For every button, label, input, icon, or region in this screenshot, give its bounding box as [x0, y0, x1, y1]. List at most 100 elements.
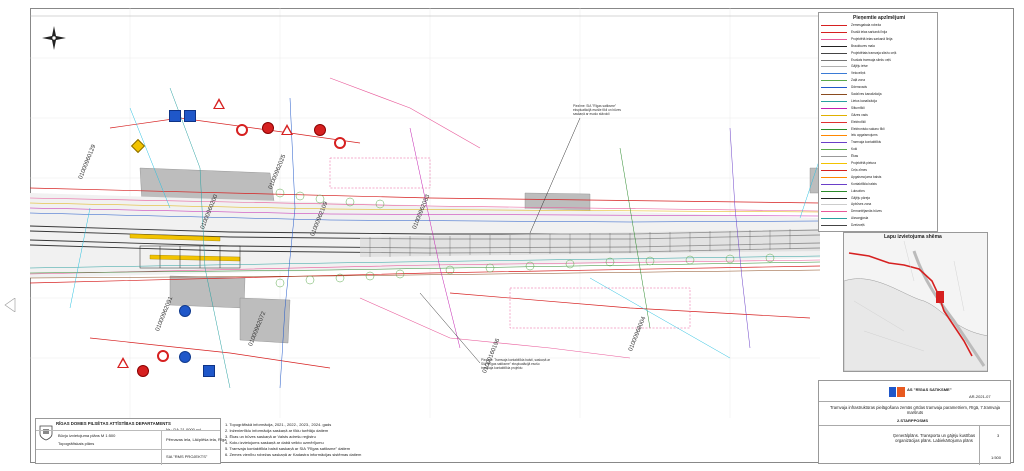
legend-swatch: [821, 52, 847, 54]
legend-label: Tramvaja kontakttīkls: [851, 140, 881, 145]
no-entry-icon: [262, 122, 274, 134]
legend-row: Projektētā ielas sarkanā līnija: [819, 37, 937, 42]
legend-label: Apbūves zona: [851, 202, 872, 207]
legend-row: Ūdensvads: [819, 85, 937, 90]
legend-label: Apgaismojuma balsts: [851, 174, 882, 179]
legend-label: Ceļa zīmes: [851, 167, 867, 172]
legend-row: Demontējamās būves: [819, 209, 937, 214]
legend-label: Gājēju ietve: [851, 64, 868, 69]
callout-top: Piezīme: SIA "Rīgas satiksme" ekspluatāc…: [573, 104, 622, 116]
title-block-right: AS "RĪGAS SATIKSME" AR-2021-07 Tramvaja …: [818, 380, 1011, 465]
address: Pērnavas iela, Lāčplēša iela, Rīga: [166, 437, 227, 442]
legend-row: Tramvaja kontakttīkls: [819, 140, 937, 145]
legend-label: Luksofors: [851, 188, 865, 193]
legend-swatch: [821, 204, 847, 206]
site-plan: [30, 8, 820, 418]
legend-swatch: [821, 73, 847, 75]
mandatory-sign-icon: [179, 305, 191, 317]
no-entry-icon: [137, 365, 149, 377]
warning-sign-icon: [117, 357, 129, 368]
legend-label: Elektrotīkli: [851, 119, 866, 124]
legend-swatch: [821, 59, 847, 61]
legend-row: Esošais tramvaja sliežu ceļš: [819, 58, 937, 63]
legend-row: Dzelzceļš: [819, 223, 937, 228]
legend-swatch: [821, 163, 847, 164]
legend-row: Esošā ielas sarkanā līnija: [819, 30, 937, 35]
minimap-title: Lapu izvietojuma shēma: [884, 234, 942, 240]
legend-row: Kontakttīkla balsts: [819, 182, 937, 187]
client: SIA "RMS PROJEKTS": [166, 454, 208, 459]
legend-label: Gāzes vads: [851, 112, 868, 117]
legend-row: Projektētā pietura: [819, 161, 937, 166]
legend-label: Dzelzceļš: [851, 223, 865, 228]
north-arrow-icon: [42, 26, 66, 50]
legend-swatch: [821, 94, 847, 95]
note-line: 2. Inženiertīklu informācija saskaņā ar …: [225, 428, 329, 433]
legend-swatch: [821, 169, 847, 171]
no-entry-icon: [314, 124, 326, 136]
legend-swatch: [821, 218, 847, 220]
legend-swatch: [821, 66, 847, 68]
legend-label: Zaļā zona: [851, 78, 865, 83]
legend-row: Apbūves zona: [819, 202, 937, 207]
legend-label: Lietus kanalizācija: [851, 98, 877, 103]
note-line: 5. Tramvaja kontakttīkla balsti saskaņā …: [225, 446, 351, 451]
note-line: 6. Zemes vienību robežas saskaņā ar Kada…: [225, 452, 362, 457]
legend-swatch: [821, 45, 847, 47]
legend-label: Sadzīves kanalizācija: [851, 92, 882, 96]
company-name: AS "RĪGAS SATIKSME": [907, 387, 952, 392]
legend-swatch: [821, 135, 847, 137]
legend-swatch: [821, 149, 847, 151]
title-block-left: RĪGAS DOMES PILSĒTAS ATTĪSTĪBAS DEPARTAM…: [35, 418, 226, 465]
note-line: 1. Topogrāfiskā informācija, 2021., 2022…: [225, 422, 332, 427]
legend-row: Siltumtīkli: [819, 106, 937, 111]
legend-row: Brauktuves mala: [819, 44, 937, 49]
legend-label: Veloceliņš: [851, 71, 866, 76]
callout-bottom: Piezīme: Tramvaja kontakttīkla balsti, s…: [481, 358, 551, 370]
minimap-drawing: [844, 241, 987, 371]
department-name: RĪGAS DOMES PILSĒTAS ATTĪSTĪBAS DEPARTAM…: [56, 421, 171, 426]
road-sign-icon: [169, 110, 181, 122]
project-title: Tramvaja infrastruktūras pielāgošana zem…: [830, 405, 1000, 415]
legend-label: Ēkas: [851, 154, 859, 159]
company-logo-icon: [889, 387, 905, 397]
legend-label: Ielu apgaismojums: [851, 133, 878, 138]
purpose: Topogrāfiskais plāns: [58, 441, 95, 446]
legend-swatch: [821, 100, 847, 102]
legend-row: Koki: [819, 147, 937, 152]
scale-value: 1:500: [991, 455, 1002, 460]
legend-swatch: [821, 176, 847, 178]
prohibitory-sign-icon: [157, 350, 169, 362]
legend-row: Gājēju ietve: [819, 64, 937, 69]
legend-label: Projektētā pietura: [851, 161, 876, 165]
road-sign-icon: [184, 110, 196, 122]
legend-row: Zaļā zona: [819, 78, 937, 83]
warning-sign-icon: [281, 124, 293, 135]
legend-label: Elektronisko sakaru tīkli: [851, 126, 885, 131]
legend-row: Zemesgabala robeža: [819, 23, 937, 28]
location-minimap: Lapu izvietojuma shēma: [843, 232, 988, 372]
sheet-number: 3: [997, 433, 1000, 438]
notes-block: 1. Topogrāfiskā informācija, 2021., 2022…: [222, 418, 510, 464]
legend-label: Kontakttīkla balsts: [851, 181, 877, 186]
legend-label: Siltumtīkli: [851, 105, 865, 110]
legend-row: Apgaismojuma balsts: [819, 175, 937, 180]
legend-label: Zemesgabala robeža: [851, 23, 881, 27]
legend-swatch: [821, 190, 847, 192]
legend-swatch: [821, 142, 847, 144]
legend-swatch: [821, 31, 847, 33]
legend-swatch: [821, 156, 847, 158]
legend-row: Projektētais tramvaja sliežu ceļš: [819, 51, 937, 56]
legend-row: Ēkas: [819, 154, 937, 159]
note-line: 3. Ēkas un būves saskaņā ar Valsts adreš…: [225, 434, 316, 439]
legend-row: Aizsargjosla: [819, 216, 937, 221]
legend-swatch: [821, 107, 847, 109]
legend-swatch: [821, 80, 847, 82]
legend-row: Gājēju pāreja: [819, 196, 937, 201]
legend-row: Gāzes vads: [819, 113, 937, 118]
prohibitory-sign-icon: [334, 137, 346, 149]
legend-swatch: [821, 25, 847, 26]
legend-swatch: [821, 128, 847, 130]
